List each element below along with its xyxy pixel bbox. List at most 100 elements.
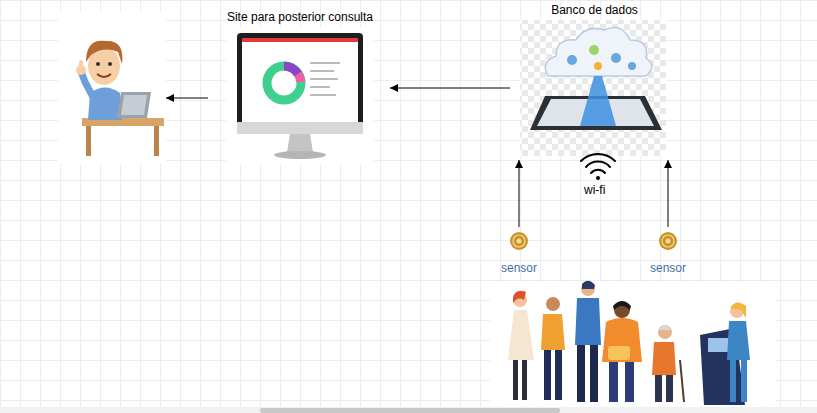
- monitor-part: [242, 38, 358, 122]
- sensor-node: sensor: [494, 229, 544, 278]
- database-illustration-part: [594, 62, 602, 70]
- person-at-desk-part: [121, 95, 147, 115]
- crowd-illustration-part: [590, 345, 598, 402]
- monitor-part: [310, 86, 330, 88]
- monitor-part: [284, 66, 298, 74]
- monitor-part: [237, 33, 363, 134]
- monitor-part: [310, 62, 340, 64]
- monitor: [226, 28, 374, 164]
- node-text: sensor: [494, 261, 544, 275]
- crowd-illustration-part: [658, 326, 672, 331]
- crowd-illustration-part: [666, 375, 673, 402]
- monitor-part: [267, 66, 301, 100]
- connector-arrow: [519, 160, 520, 227]
- monitor-part: [310, 70, 334, 72]
- scroll-thumb: [260, 408, 560, 413]
- crowd-illustration-part: [541, 314, 565, 350]
- sensor-node: sensor: [643, 229, 693, 278]
- node-text: Site para posterior consulta: [212, 10, 388, 24]
- wifi-label: wi-fi: [584, 183, 605, 197]
- database-illustration-part: [545, 28, 652, 76]
- person-at-desk-part: [97, 74, 111, 77]
- crowd-illustration-part: [555, 350, 562, 400]
- crowd-illustration-part: [546, 297, 560, 311]
- crowd-illustration-part: [609, 362, 618, 402]
- crowd-illustration-part: [490, 282, 776, 406]
- database-illustration-part: [567, 55, 577, 65]
- database-illustration-part: [589, 45, 599, 55]
- person-at-desk-part: [58, 12, 166, 164]
- sensor-icon: [510, 232, 528, 250]
- crowd-illustration-part: [513, 291, 526, 303]
- site-node: Site para posterior consulta: [212, 6, 388, 166]
- database-illustration-part: [580, 76, 616, 126]
- sensor-icon-part: [517, 239, 522, 244]
- crowd-illustration-part: [652, 342, 676, 375]
- crowd-illustration: [490, 281, 776, 406]
- crowd-illustration-part: [608, 346, 630, 360]
- sensor-icon-part: [659, 232, 677, 250]
- node-text: sensor: [643, 261, 693, 275]
- crowd-illustration-part: [727, 321, 750, 360]
- scroll-track: [0, 407, 817, 413]
- crowd-illustration-part: [730, 302, 746, 318]
- crowd-illustration-part: [575, 298, 601, 345]
- crowd-illustration-part: [708, 338, 730, 352]
- crowd-illustration-part: [741, 360, 747, 402]
- crowd-illustration-part: [730, 360, 736, 402]
- crowd-illustration-part: [655, 375, 662, 402]
- monitor-part: [310, 94, 336, 96]
- person-at-desk-part: [117, 92, 151, 118]
- wifi-symbol: [581, 154, 615, 180]
- person-at-desk-part: [86, 41, 122, 64]
- wifi-symbol-part: [581, 154, 615, 161]
- person-at-desk-part: [96, 62, 100, 66]
- sensor-icon: [659, 232, 677, 250]
- database-illustration-part: [611, 53, 621, 63]
- wifi-symbol-part: [586, 162, 610, 167]
- monitor-part: [226, 28, 374, 164]
- connector-arrow: [390, 88, 510, 89]
- monitor-part: [274, 151, 326, 159]
- wifi-symbol-part: [591, 170, 605, 173]
- node-text: Banco de dados: [512, 3, 677, 17]
- crowd-illustration-part: [602, 318, 642, 362]
- sensor-icon-part: [666, 239, 671, 244]
- crowd-illustration-part: [513, 360, 518, 400]
- database-illustration-part: [520, 20, 666, 156]
- crowd-illustration-part: [625, 362, 634, 402]
- database-illustration-part: [628, 62, 636, 70]
- crowd-illustration-part: [614, 302, 630, 318]
- crowd-illustration-part: [508, 310, 534, 360]
- crowd-illustration-part: [613, 301, 631, 310]
- crowd-illustration-part: [582, 281, 595, 289]
- crowd-illustration-part: [522, 360, 527, 400]
- sensor-icon-part: [662, 235, 674, 247]
- database-illustration: [520, 20, 666, 156]
- monitor-part: [237, 122, 363, 134]
- monitor-part: [242, 38, 358, 42]
- sensor-icon-part: [510, 232, 528, 250]
- crowd-illustration-part: [544, 350, 551, 400]
- wifi-symbol-part: [596, 176, 600, 180]
- person-at-desk-part: [108, 62, 112, 66]
- database-node: Banco de dados: [512, 0, 677, 158]
- crowd-illustration-part: [680, 360, 684, 402]
- monitor-part: [287, 134, 313, 152]
- arrow-line: [166, 98, 208, 99]
- person-at-desk-part: [79, 60, 83, 68]
- monitor-part: [298, 74, 301, 82]
- crowd-illustration-part: [577, 345, 585, 402]
- monitor-part: [310, 78, 338, 80]
- sensor-icon-part: [513, 235, 525, 247]
- person-at-desk-part: [154, 126, 159, 156]
- crowd-illustration-part: [658, 325, 672, 339]
- person-at-desk: [58, 12, 166, 164]
- person-at-desk-part: [86, 126, 91, 156]
- connector-arrow: [668, 160, 669, 227]
